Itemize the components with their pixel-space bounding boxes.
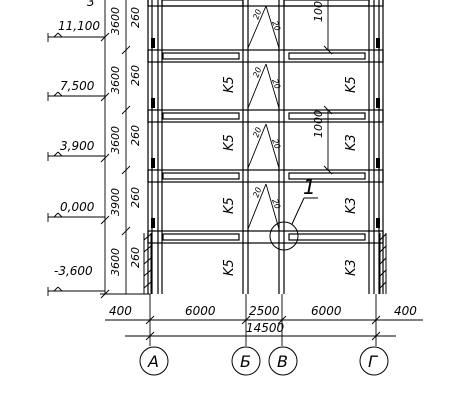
beam-depth: 260 [129,247,142,268]
node-callout-label: 1 [303,175,316,199]
axis-bubbles [139,346,389,376]
span-dim: 6000 [311,304,342,318]
basement-walls [143,233,387,294]
column-mark-left: K5 [222,259,237,276]
storey-height: 3600 [109,126,122,154]
column-mark-left: K5 [222,197,237,214]
brace-label: 20 [270,78,282,91]
node-callout [269,197,318,251]
axis-label-g: Г [368,352,378,371]
level-top-fragment: 3 [87,0,95,9]
overall-dim: 14500 [246,321,285,335]
brace-label: 20 [251,186,263,199]
column-joints [151,38,380,228]
column-mark-right: K3 [344,259,359,276]
level-mark-11100: 11,100 [58,19,100,33]
axis-label-v: В [277,352,288,371]
brace-label: 20 [270,138,282,151]
axis-label-b: Б [240,352,251,371]
span-dim: 2500 [249,304,280,318]
span-dim: 400 [109,304,132,318]
axis-label-a: А [147,352,159,371]
vertical-dim: 1000 [312,110,325,138]
storey-height: 3600 [109,66,122,94]
column-mark-left: K5 [222,76,237,93]
column-mark-right: K3 [344,197,359,214]
brace-label: 20 [251,66,263,79]
column-mark-right: K5 [344,76,359,93]
level-mark-minus3600: -3,600 [54,264,93,278]
brace-label: 20 [251,126,263,139]
vertical-dims [323,0,333,175]
storey-height: 3600 [109,248,122,276]
level-mark-3900: 3,900 [60,139,95,153]
level-mark-7500: 7,500 [60,79,95,93]
bottom-dim-chain [105,294,423,346]
level-markers [47,32,105,296]
column-mark-right: K3 [344,134,359,151]
span-dim: 400 [394,304,417,318]
left-dim-chain [100,0,150,299]
brace-label: 20 [270,198,282,211]
corridor-braces [247,5,280,230]
brace-label: 20 [251,8,263,21]
vertical-dim: 1000 [312,0,325,22]
beam-depth: 260 [129,125,142,146]
level-mark-0000: 0,000 [60,200,95,214]
storey-height: 3600 [109,7,122,35]
storey-height: 3900 [109,188,122,216]
beam-depth: 260 [129,187,142,208]
brace-label: 20 [270,20,282,33]
beam-depth: 260 [129,65,142,86]
beam-depth: 260 [129,7,142,28]
column-mark-left: K5 [222,134,237,151]
span-dim: 6000 [185,304,216,318]
frame [147,0,384,294]
